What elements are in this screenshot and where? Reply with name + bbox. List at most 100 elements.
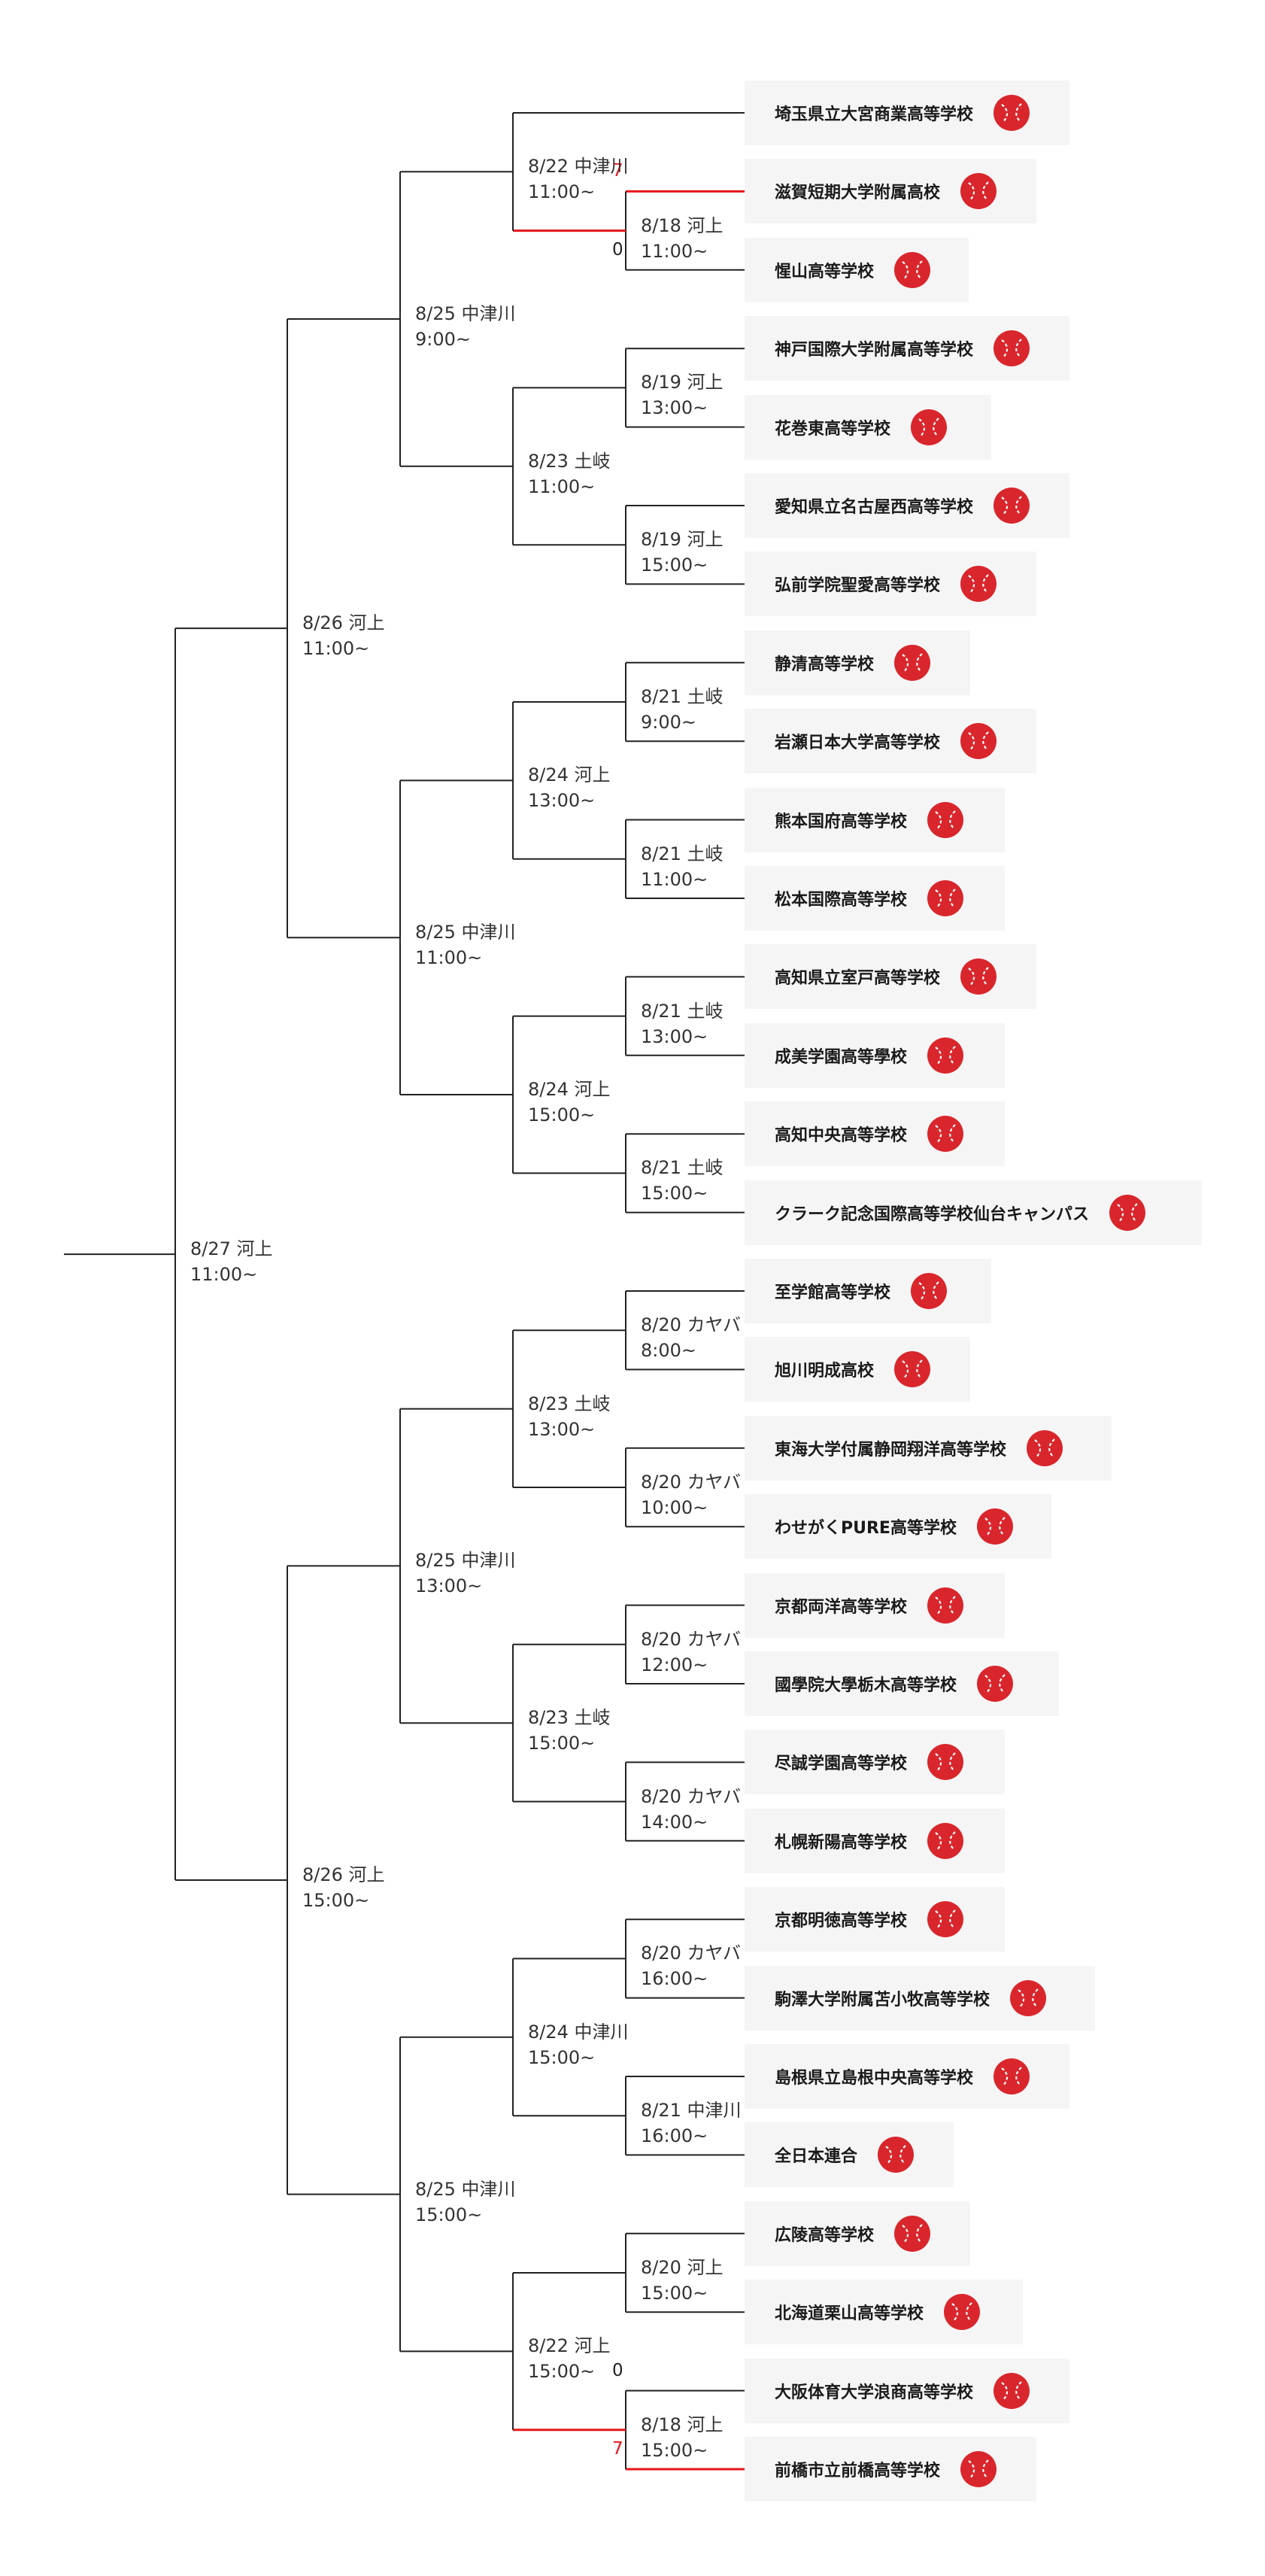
match-date-venue: 8/20 カヤバ — [641, 1314, 742, 1336]
match-time: 11:00~ — [641, 868, 708, 890]
match-time: 15:00~ — [641, 2283, 708, 2304]
match-date-venue: 8/23 土岐 — [528, 1393, 611, 1414]
team-entry: クラーク記念国際高等学校仙台キャンパス — [745, 1180, 1202, 1245]
match-date-venue: 8/20 カヤバ — [641, 1785, 742, 1807]
team-entry: 高知中央高等学校 — [745, 1101, 1005, 1167]
match-schedule: 8/21 土岐 15:00~ — [641, 1155, 724, 1206]
team-entry: 全日本連合 — [745, 2122, 954, 2188]
team-name: 広陵高等学校 — [775, 2225, 875, 2245]
match-date-venue: 8/24 中津川 — [528, 2021, 629, 2043]
match-time: 11:00~ — [641, 240, 708, 262]
match-time: 8:00~ — [641, 1340, 697, 1362]
match-time: 15:00~ — [415, 2204, 483, 2225]
match-date-venue: 8/21 中津川 — [641, 2100, 742, 2122]
team-name: 惺山高等学校 — [775, 262, 875, 281]
match-time: 13:00~ — [641, 1025, 708, 1047]
match-time: 12:00~ — [641, 1654, 708, 1675]
team-entry: 松本国際高等学校 — [745, 866, 1005, 931]
team-name: 高知県立室戸高等学校 — [775, 969, 941, 989]
team-entry: 旭川明成高校 — [745, 1337, 970, 1402]
team-name: 前橋市立前橋高等学校 — [775, 2462, 941, 2480]
team-entry: わせがくPURE高等学校 — [745, 1494, 1051, 1560]
match-time: 15:00~ — [641, 554, 708, 576]
team-name: 弘前学院聖愛高等学校 — [775, 576, 941, 596]
match-date-venue: 8/25 中津川 — [415, 1550, 516, 1572]
match-date-venue: 8/26 河上 — [302, 612, 385, 634]
match-date-venue: 8/20 河上 — [641, 2257, 724, 2278]
team-entry: 京都明徳高等学校 — [745, 1887, 1005, 1952]
team-name: 至学館高等学校 — [775, 1283, 891, 1302]
match-date-venue: 8/22 中津川 — [528, 156, 629, 178]
match-date-venue: 8/19 河上 — [641, 529, 724, 551]
team-name: 島根県立島根中央高等学校 — [775, 2069, 974, 2088]
match-date-venue: 8/23 土岐 — [528, 1707, 611, 1729]
team-entry: 島根県立島根中央高等学校 — [745, 2044, 1069, 2109]
team-name: 神戸国際大学附属高等学校 — [775, 341, 974, 360]
baseball-icon — [993, 330, 1030, 367]
match-schedule: 8/19 河上 15:00~ — [641, 527, 724, 578]
match-schedule: 8/25 中津川 13:00~ — [415, 1548, 516, 1599]
team-entry: 至学館高等学校 — [745, 1259, 991, 1323]
match-schedule: 8/21 土岐 11:00~ — [641, 841, 724, 892]
match-time: 15:00~ — [528, 2046, 596, 2068]
baseball-icon — [1009, 1979, 1047, 2017]
team-name: 松本国際高等学校 — [775, 891, 908, 910]
baseball-icon — [927, 879, 964, 917]
match-time: 13:00~ — [528, 790, 596, 812]
match-date-venue: 8/22 河上 — [528, 2335, 611, 2357]
team-entry: 埼玉県立大宮商業高等学校 — [745, 80, 1069, 145]
match-date-venue: 8/19 河上 — [641, 372, 724, 393]
team-name: 花巻東高等学校 — [775, 419, 891, 439]
baseball-icon — [993, 487, 1030, 524]
baseball-icon — [943, 2293, 981, 2331]
match-date-venue: 8/21 土岐 — [641, 1000, 724, 1022]
match-time: 13:00~ — [415, 1575, 483, 1597]
team-entry: 尽誠学園高等学校 — [745, 1730, 1005, 1795]
match-date-venue: 8/20 カヤバ — [641, 1628, 742, 1650]
baseball-icon — [927, 1743, 964, 1781]
match-time: 13:00~ — [641, 397, 708, 419]
match-score: 0 — [612, 239, 623, 260]
match-time: 15:00~ — [302, 1890, 370, 1911]
team-entry: 東海大学付属静岡翔洋高等学校 — [745, 1415, 1112, 1481]
match-time: 13:00~ — [528, 1418, 596, 1440]
match-time: 9:00~ — [415, 329, 472, 351]
baseball-icon — [893, 644, 931, 682]
match-time: 10:00~ — [641, 1497, 708, 1518]
baseball-icon — [976, 1665, 1014, 1703]
match-date-venue: 8/27 河上 — [190, 1238, 273, 1260]
match-time: 16:00~ — [641, 2125, 708, 2147]
team-entry: 岩瀬日本大学高等学校 — [745, 709, 1036, 774]
match-date-venue: 8/21 土岐 — [641, 686, 724, 707]
match-time: 15:00~ — [528, 1104, 596, 1125]
team-entry: 札幌新陽高等学校 — [745, 1808, 1005, 1873]
team-name: 駒澤大学附属苫小牧高等学校 — [775, 1990, 990, 2009]
baseball-icon — [976, 1508, 1014, 1545]
team-name: 東海大学付属静岡翔洋高等学校 — [775, 1440, 1007, 1460]
match-date-venue: 8/18 河上 — [641, 214, 724, 236]
match-schedule: 8/18 河上 11:00~ — [641, 213, 724, 264]
match-score: 0 — [612, 2360, 623, 2380]
match-time: 11:00~ — [528, 181, 596, 203]
match-date-venue: 8/21 土岐 — [641, 1157, 724, 1179]
match-date-venue: 8/21 土岐 — [641, 843, 724, 864]
team-entry: 大阪体育大学浪商高等学校 — [745, 2358, 1069, 2423]
match-time: 15:00~ — [641, 1183, 708, 1204]
team-entry: 駒澤大学附属苫小牧高等学校 — [745, 1965, 1095, 2031]
match-score: 7 — [612, 161, 623, 181]
match-schedule: 8/22 中津川 11:00~ — [528, 153, 629, 205]
team-name: 札幌新陽高等学校 — [775, 1833, 908, 1852]
team-entry: 滋賀短期大学附属高校 — [745, 159, 1036, 224]
baseball-icon — [893, 2215, 931, 2252]
team-entry: 國學院大學栃木高等学校 — [745, 1651, 1059, 1716]
baseball-icon — [993, 94, 1030, 132]
match-date-venue: 8/23 土岐 — [528, 450, 611, 472]
team-entry: 愛知県立名古屋西高等学校 — [745, 473, 1069, 538]
team-entry: 熊本国府高等学校 — [745, 787, 1005, 852]
match-score: 7 — [612, 2439, 623, 2459]
team-name: 埼玉県立大宮商業高等学校 — [775, 105, 974, 124]
